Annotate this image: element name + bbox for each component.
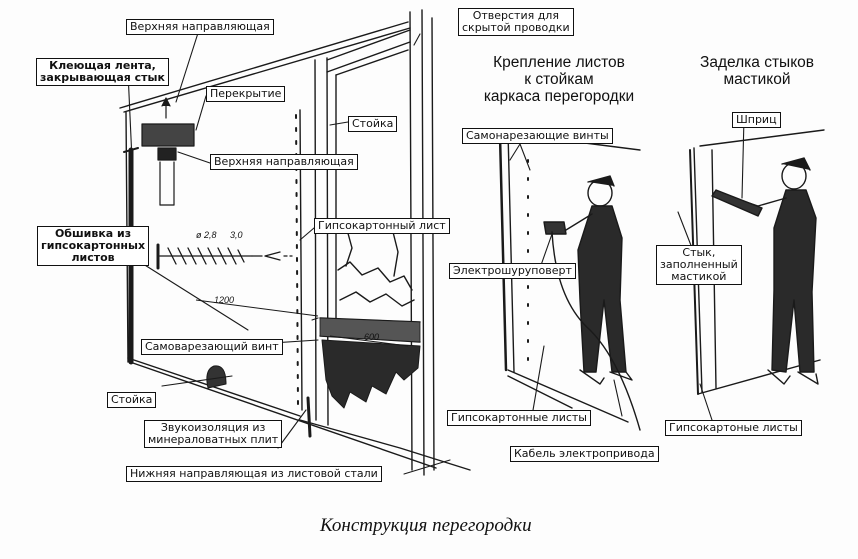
label-adhesive-tape-line-2: закрывающая стык: [40, 71, 165, 84]
label-joint-filled-line-2: заполненный: [660, 258, 738, 271]
wall-frame-drawing: [119, 9, 471, 476]
label-gypsum-sheets-right: Гипсокартоные листы: [665, 420, 802, 436]
dim-screw-diameter-2: 3,0: [230, 230, 243, 240]
label-ceiling: Перекрытие: [206, 86, 286, 102]
insulation-hatch: [321, 339, 421, 409]
label-top-guide-detail: Верхняя направляющая: [210, 154, 358, 170]
label-gypsum-sheets-mid: Гипсокартонные листы: [447, 410, 591, 426]
label-joint-filled-line-1: Стык,: [682, 246, 716, 259]
figure-caption: Конструкция перегородки: [320, 515, 532, 536]
fastening-heading-line-3: каркаса перегородки: [483, 88, 635, 105]
label-drive-cable: Кабель электропривода: [510, 446, 659, 462]
label-screwdriver: Электрошуруповерт: [449, 263, 576, 279]
label-hidden-wiring-holes-line-2: скрытой проводки: [462, 21, 570, 34]
label-adhesive-tape-line-1: Клеющая лента,: [49, 59, 156, 72]
screw-drawing: [156, 243, 293, 270]
dim-width-600: 600: [364, 332, 380, 342]
sealing-heading-line-1: Заделка стыков: [699, 54, 815, 71]
ceiling-detail: [141, 97, 195, 206]
label-sound-insulation-line-2: минераловатных плит: [148, 433, 279, 446]
label-sheathing-line-3: листов: [71, 251, 115, 264]
fastening-heading-line-1: Крепление листов: [493, 54, 625, 71]
label-self-tapping-screws: Самонарезающие винты: [462, 128, 613, 144]
label-adhesive-tape: Клеющая лента, закрывающая стык: [36, 58, 169, 86]
label-sound-insulation-line-1: Звукоизоляция из: [160, 421, 266, 434]
fastening-heading: Крепление листов к стойкам каркаса перег…: [463, 54, 655, 105]
label-hidden-wiring-holes: Отверстия для скрытой проводки: [458, 8, 574, 36]
label-sheathing-line-2: гипсокартонных: [41, 239, 146, 252]
label-sheathing: Обшивка из гипсокартонных листов: [37, 226, 150, 266]
label-joint-filled-line-3: мастикой: [671, 270, 727, 283]
label-hidden-wiring-holes-line-1: Отверстия для: [472, 9, 559, 22]
sealing-heading: Заделка стыков мастикой: [682, 54, 832, 88]
label-joint-filled: Стык, заполненный мастикой: [656, 245, 742, 285]
label-top-guide: Верхняя направляющая: [126, 19, 274, 35]
worker-screwdriver-scene: [498, 131, 641, 431]
sealing-heading-line-2: мастикой: [723, 71, 791, 88]
label-screw: Самоварезающий винт: [141, 339, 283, 355]
label-gypsum-sheet: Гипсокартонный лист: [314, 218, 450, 234]
label-sound-insulation: Звукоизоляция из минераловатных плит: [144, 420, 283, 448]
label-sheathing-line-1: Обшивка из: [54, 227, 132, 240]
fastening-heading-line-2: к стойкам: [524, 71, 594, 88]
label-stud-lower: Стойка: [107, 392, 157, 408]
label-bottom-guide: Нижняя направляющая из листовой стали: [126, 466, 382, 482]
label-stud-upper: Стойка: [348, 116, 398, 132]
label-syringe: Шприц: [732, 112, 781, 128]
dim-screw-diameter-1: ø 2,8: [196, 230, 217, 240]
dim-width-1200: 1200: [214, 295, 235, 305]
